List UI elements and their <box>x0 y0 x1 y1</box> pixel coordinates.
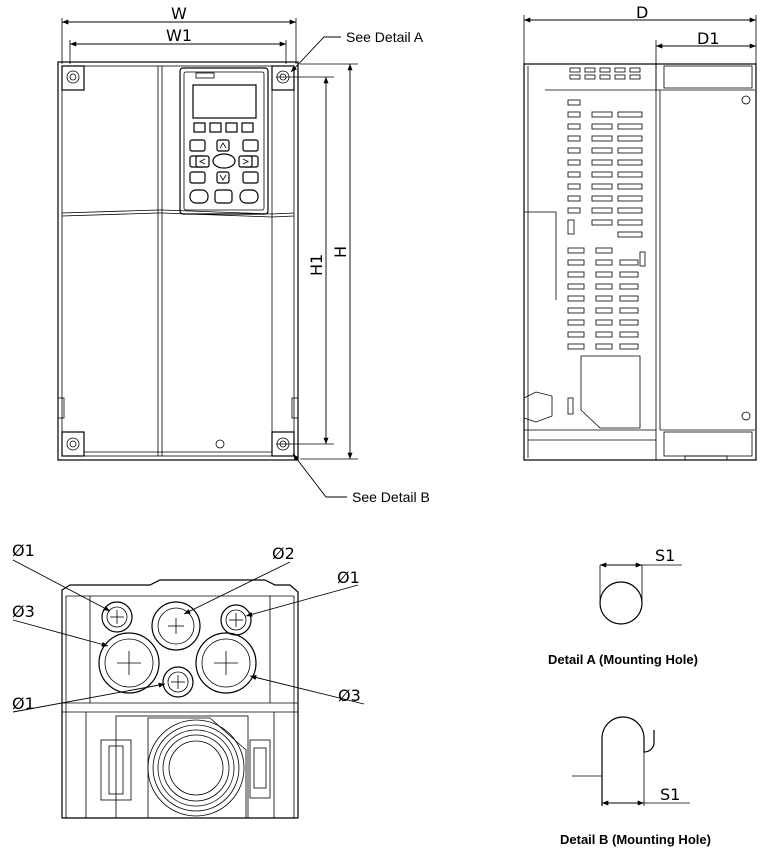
detail-b-caption: Detail B (Mounting Hole) <box>560 832 711 847</box>
detail-b: S1 Detail B (Mounting Hole) <box>560 716 711 847</box>
callout-b-label: See Detail B <box>352 489 430 505</box>
side-vent-slots <box>567 99 643 350</box>
callout-b-leader <box>292 453 347 498</box>
dim-h-label: H <box>331 246 350 258</box>
phi1-top-right-label: Ø1 <box>337 568 360 587</box>
bottom-fan <box>100 715 271 819</box>
hole-phi2 <box>151 601 201 651</box>
side-screw-bottom-icon <box>741 411 751 421</box>
front-body-outline <box>57 61 299 461</box>
callout-a-leader <box>290 36 341 73</box>
front-view: W W1 <box>57 4 430 505</box>
dim-w1-label: W1 <box>166 26 192 45</box>
hole-phi1-top-right <box>220 604 252 636</box>
detail-a-hole <box>599 581 643 625</box>
phi1-bottom-label: Ø1 <box>12 694 35 713</box>
side-screw-top-icon <box>741 95 751 105</box>
phi2-label: Ø2 <box>272 544 295 563</box>
dim-d1-label: D1 <box>697 29 720 48</box>
callout-a-label: See Detail A <box>346 29 424 45</box>
detail-b-s1-label: S1 <box>660 785 680 804</box>
dim-h1-label: H1 <box>307 254 326 276</box>
bottom-view: Ø1 Ø2 Ø1 Ø3 Ø1 Ø3 <box>12 541 365 819</box>
keypad-display <box>192 84 257 119</box>
detail-a-s1-label: S1 <box>655 546 675 565</box>
phi1-top-left-label: Ø1 <box>12 541 35 560</box>
phi3-left-label: Ø3 <box>12 602 35 621</box>
hole-phi3-right <box>195 632 257 694</box>
bottom-body-outline <box>61 579 299 819</box>
front-screw-icon <box>215 439 225 449</box>
side-label-area <box>580 355 641 429</box>
detail-a: S1 Detail A (Mounting Hole) <box>548 546 698 667</box>
detail-b-slot <box>601 716 655 806</box>
hole-phi3-left <box>98 632 160 694</box>
side-body-outline <box>523 63 757 461</box>
keypad <box>179 67 269 215</box>
dim-w-label: W <box>171 4 187 23</box>
detail-a-caption: Detail A (Mounting Hole) <box>548 652 698 667</box>
hole-phi1-bottom <box>162 666 194 698</box>
side-view: D D1 <box>523 3 757 461</box>
mount-bottom-left <box>61 431 85 457</box>
dim-d-label: D <box>636 3 648 22</box>
mount-top-right <box>271 65 295 91</box>
phi3-right-label: Ø3 <box>338 686 361 705</box>
mount-top-left <box>61 65 85 91</box>
side-fan-cover <box>663 65 753 89</box>
side-top-vents <box>569 67 641 80</box>
hole-phi1-top-left <box>101 601 133 633</box>
